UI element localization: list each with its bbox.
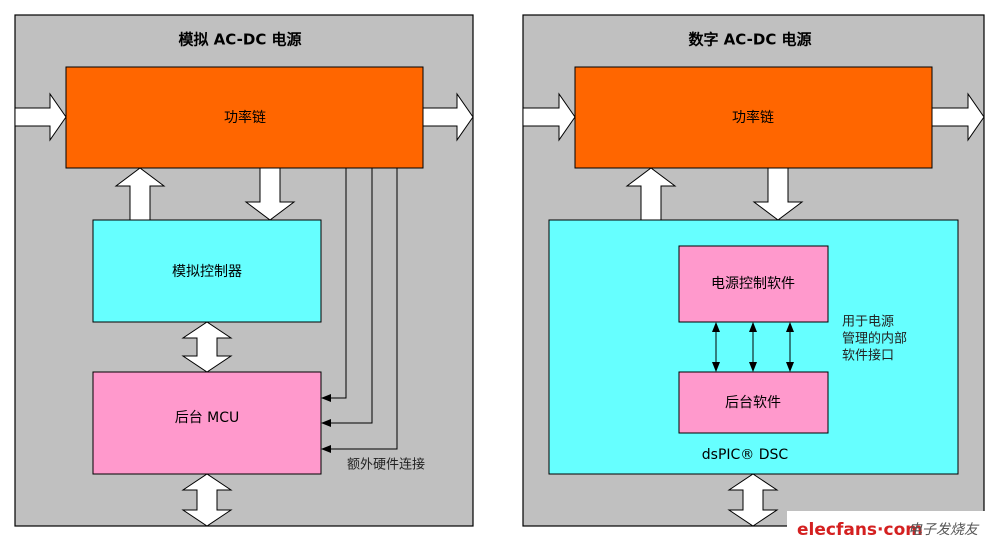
extra-hw-wires [321,168,398,453]
digital-bottom-bidir-arrow [727,473,779,527]
watermark: elecfans·com 电子发烧友 [787,511,1000,545]
analog-controller-box [92,219,322,323]
analog-power-chain-label: 功率链 [224,109,266,126]
sw-interface-arrows [712,322,794,372]
digital-title: 数字 AC-DC 电源 [688,31,811,49]
interface-note-line1: 用于电源 [842,315,894,330]
background-sw-box [678,371,829,434]
background-sw-label: 后台软件 [725,395,781,411]
analog-input-arrow [14,92,67,142]
analog-down-arrow [244,167,296,221]
digital-input-arrow [522,92,576,142]
digital-down-arrow [752,167,804,221]
dsc-label: dsPIC® DSC [702,447,789,463]
watermark-brand: elecfans·com [797,520,923,540]
analog-bidir-arrow [181,321,233,373]
analog-bottom-bidir-arrow [181,473,233,527]
interface-note-line3: 软件接口 [842,348,894,364]
digital-power-chain-label: 功率链 [732,109,774,126]
extra-hw-label: 额外硬件连接 [347,457,425,473]
analog-mcu-box [92,371,322,475]
analog-output-arrow [422,92,474,142]
analog-controller-label: 模拟控制器 [172,264,242,280]
analog-mcu-label: 后台 MCU [175,410,240,426]
analog-up-arrow [114,167,166,221]
power-sw-label: 电源控制软件 [711,276,795,292]
digital-power-chain-box [574,66,933,169]
analog-title: 模拟 AC-DC 电源 [178,31,301,49]
digital-panel: 数字 AC-DC 电源 功率链 电源控制软件 后台软件 用于电源 管理的内部 软… [522,14,985,527]
interface-note-line2: 管理的内部 [842,331,907,347]
analog-panel: 模拟 AC-DC 电源 功率链 模拟控制器 后台 MCU 额外硬件连接 [14,14,474,527]
watermark-cn: 电子发烧友 [908,522,980,538]
analog-power-chain-box [65,66,424,169]
digital-up-arrow [625,167,677,221]
digital-output-arrow [931,92,985,142]
power-sw-box [678,245,829,323]
